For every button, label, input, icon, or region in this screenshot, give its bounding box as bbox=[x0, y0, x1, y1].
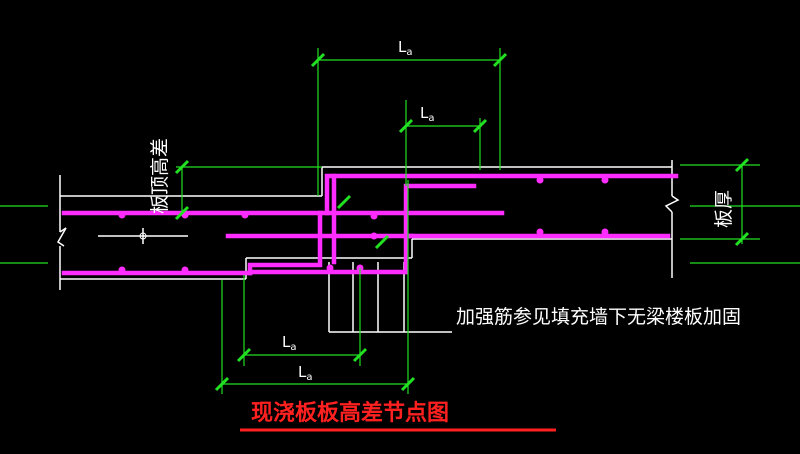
drawing-title: 现浇板板高差节点图 bbox=[251, 400, 449, 426]
slab-outline bbox=[57, 160, 680, 333]
dimension-ticks bbox=[174, 52, 750, 392]
dim-la-bottom: La bbox=[298, 363, 313, 383]
dim-la-upper: La bbox=[420, 104, 435, 124]
reinforcement-note: 加强筋参见填充墙下无梁楼板加固 bbox=[456, 306, 741, 328]
label-level-difference: 板顶高差 bbox=[149, 138, 171, 214]
dim-la-top: La bbox=[398, 38, 413, 58]
label-slab-thickness: 板厚 bbox=[713, 190, 735, 228]
rebar bbox=[61, 173, 679, 276]
rebar-dots bbox=[118, 176, 609, 274]
dim-la-lower: La bbox=[282, 333, 297, 353]
dimension-lines bbox=[0, 48, 800, 394]
centerline-marker bbox=[139, 232, 147, 240]
